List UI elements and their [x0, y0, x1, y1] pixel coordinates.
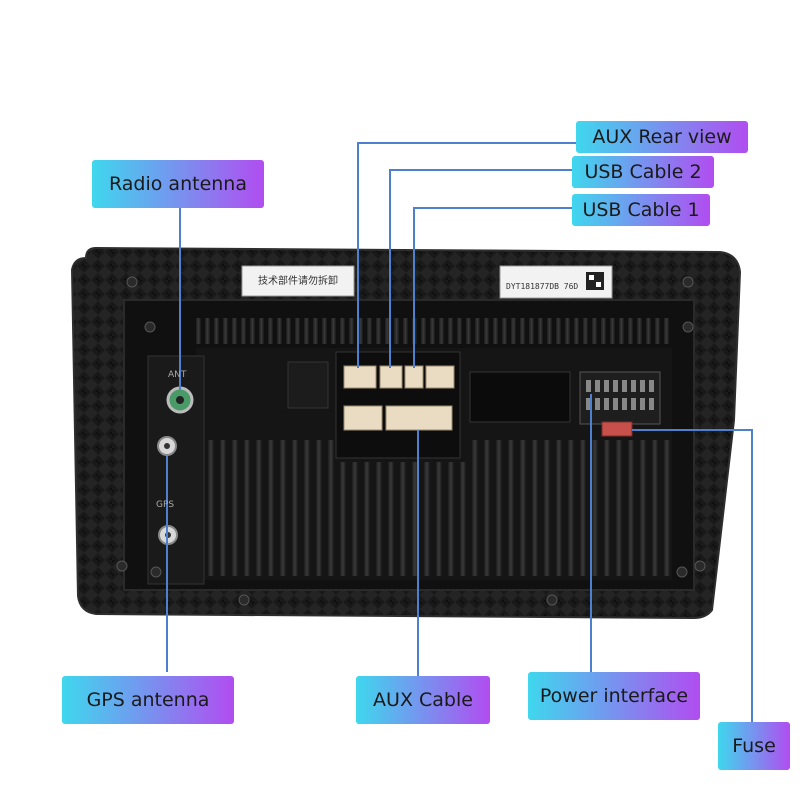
sticker-left: [241, 265, 355, 297]
usb-cable-1-connector: [404, 365, 424, 389]
connector-small: [343, 405, 383, 431]
screws: [116, 276, 706, 606]
spare-connector: [425, 365, 455, 389]
qr-code-icon: [586, 272, 604, 290]
label-gps-antenna: GPS antenna: [62, 676, 234, 724]
label-usb-cable-1: USB Cable 1: [572, 194, 710, 226]
sticker-right-text: DYT181877DB 76D: [506, 282, 579, 291]
leader-aux-rear-view: [357, 142, 576, 368]
power-housing: [469, 371, 571, 423]
sticker-left-text: 技术部件请勿拆卸: [258, 276, 338, 287]
leader-usb-cable-1: [413, 207, 572, 368]
gps-port-label: GPS: [156, 500, 175, 510]
fuse-icon: [601, 421, 633, 437]
usb-cable-2-connector: [379, 365, 403, 389]
chip-module: [287, 361, 329, 409]
leader-fuse: [632, 429, 753, 722]
heatsink-fins: [208, 440, 670, 576]
label-power-interface: Power interface: [528, 672, 700, 720]
label-aux-rear-view: AUX Rear view: [576, 121, 748, 153]
label-fuse: Fuse: [718, 722, 790, 770]
label-aux-cable: AUX Cable: [356, 676, 490, 724]
aux-cable-connector: [385, 405, 453, 431]
aux-rear-view-connector: [343, 365, 377, 389]
label-usb-cable-2: USB Cable 2: [572, 156, 714, 188]
top-vent: [196, 318, 669, 344]
leader-usb-cable-2: [389, 169, 572, 368]
antenna-port-label: ANT: [168, 370, 187, 380]
label-radio-antenna: Radio antenna: [92, 160, 264, 208]
power-interface-connector: [579, 371, 661, 425]
